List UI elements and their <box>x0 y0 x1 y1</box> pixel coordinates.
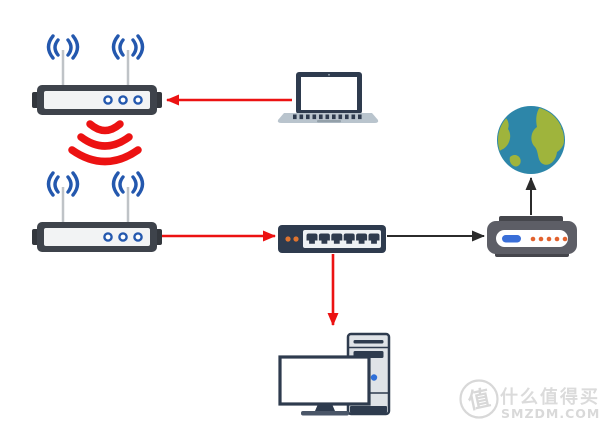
desktop-pc-icon <box>278 332 391 416</box>
watermark: 值 什么值得买 SMZDM.COM <box>459 379 600 421</box>
wireless-router-1-icon <box>30 34 164 117</box>
smzdm-logo-icon <box>459 379 499 419</box>
smzdm-logo-char: 值 <box>466 385 493 415</box>
watermark-site-name: 什么值得买 <box>500 386 600 408</box>
modem-icon <box>487 216 577 257</box>
laptop-keys <box>293 114 362 120</box>
modem-leds <box>530 236 568 242</box>
wifi-waves-icon <box>68 120 142 166</box>
internet-globe-icon <box>497 106 565 174</box>
wireless-router-2-icon <box>30 171 164 254</box>
laptop-icon <box>277 72 379 123</box>
watermark-site-url: SMZDM.COM <box>501 406 600 421</box>
ethernet-switch-icon <box>278 225 386 253</box>
